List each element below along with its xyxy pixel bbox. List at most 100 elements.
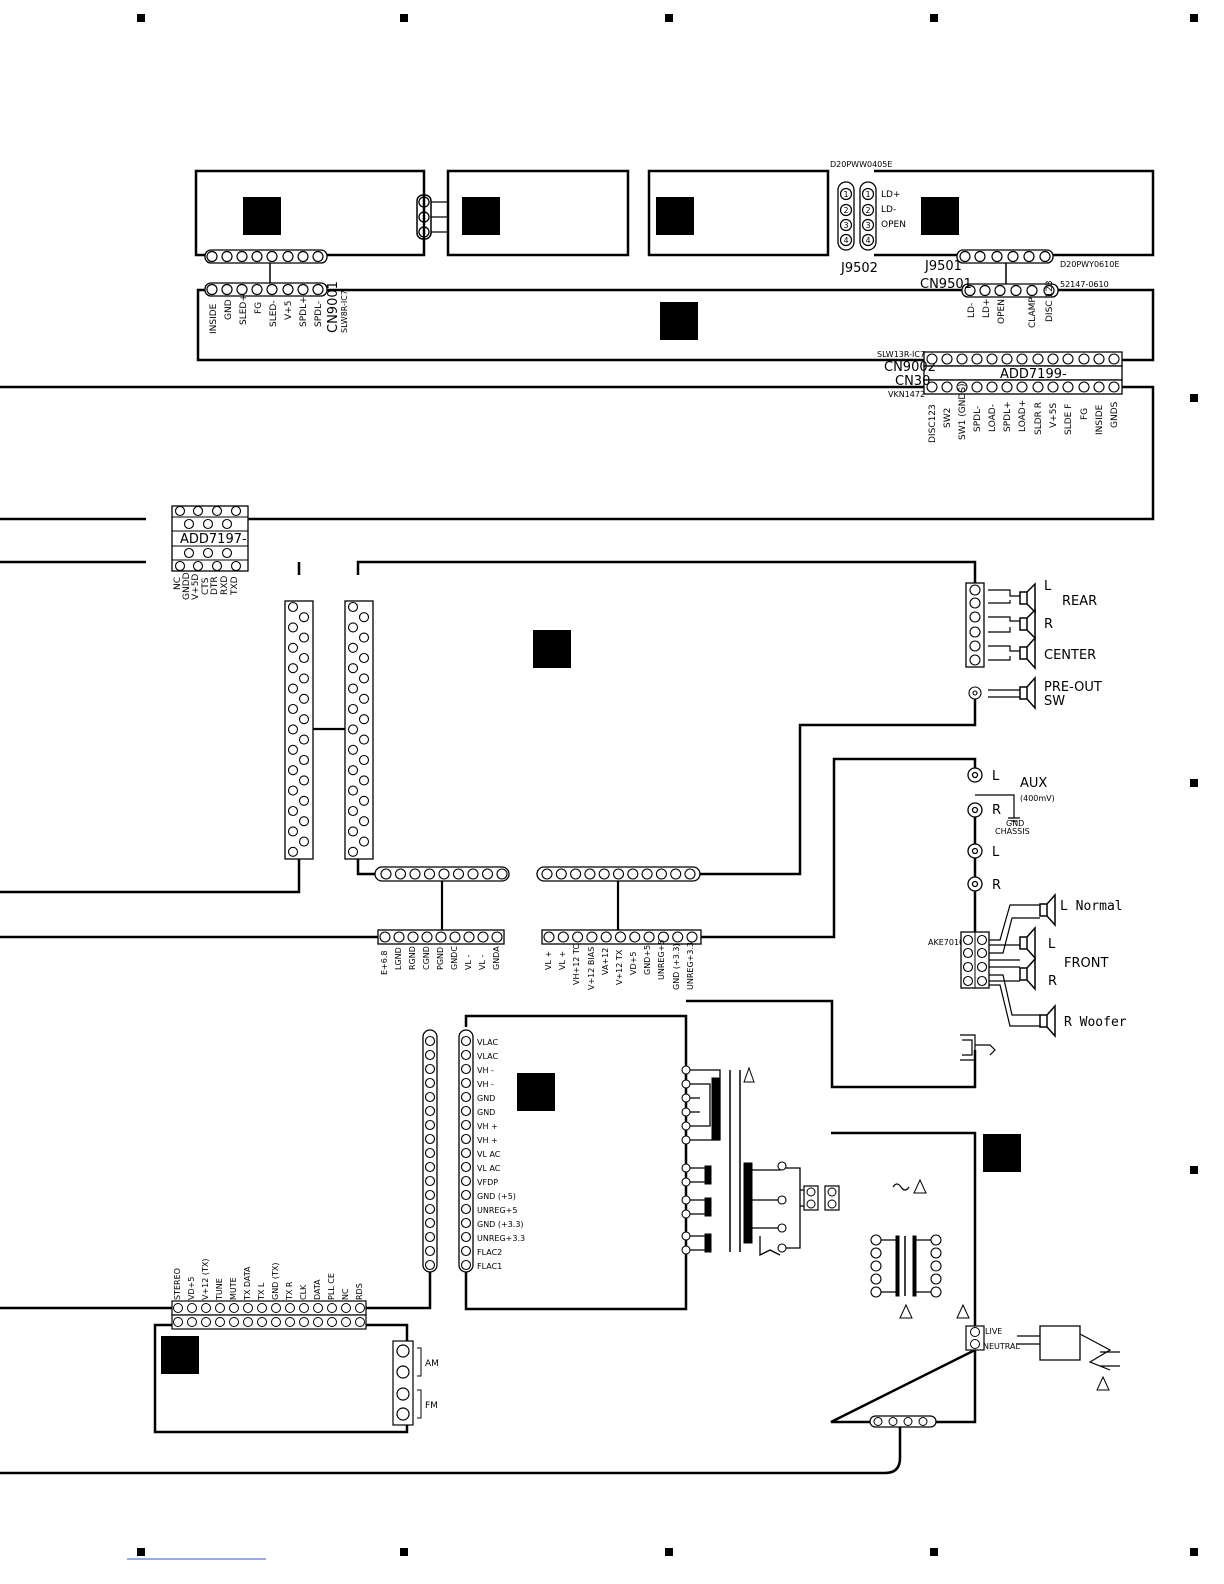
j9502-pin-2: LD-: [881, 205, 896, 215]
tuner-pin-3: V+12 (TX): [201, 1258, 210, 1300]
power-pin-4: GND (+3.3): [477, 1220, 524, 1229]
power-pin-2: FLAC2: [477, 1248, 502, 1257]
pin-circle: [347, 642, 359, 653]
pin-circle: [257, 1303, 267, 1313]
power-pin-6: GND (+5): [477, 1192, 516, 1201]
cn9501-label: CN9501: [920, 277, 972, 292]
pin-circle: [358, 714, 370, 725]
woofer-label: R Woofer: [1064, 1015, 1127, 1030]
pin-circle: [423, 868, 436, 880]
cn30-pin-7: LOAD+: [1018, 400, 1028, 432]
mid-right-pin-2: VL +: [558, 951, 567, 970]
pin-circle: [243, 1317, 253, 1327]
pin-circle: [572, 931, 584, 943]
pin-circle: [657, 931, 669, 943]
pin-circle: [477, 931, 489, 943]
mid-right-pin-9: UNREG+5: [657, 940, 666, 980]
svg-text:2: 2: [865, 206, 870, 215]
mid-right-pin-10: GND (+3.3): [672, 943, 681, 990]
pin-circle: [460, 1063, 472, 1075]
pin-circle: [287, 642, 299, 653]
pin-circle: [347, 601, 359, 613]
j9502-part: D20PWW0405E: [830, 160, 892, 169]
pin-circle: [460, 1105, 472, 1117]
pin-circle: [358, 795, 370, 806]
pin-circle: [347, 805, 359, 817]
pin-circle: [298, 775, 310, 786]
chassis-label: CHASSIS: [995, 827, 1030, 836]
pin-circle: [424, 1175, 436, 1187]
pin-circle: [287, 826, 299, 837]
pin-circle: [287, 724, 299, 735]
pin-circle: [298, 714, 310, 725]
pin-circle: [435, 931, 447, 943]
cn9501-pin-2: LD+: [982, 299, 992, 319]
front-part: AKE7010: [928, 938, 964, 947]
pin-circle: [452, 868, 465, 880]
pin-circle: [460, 1161, 472, 1173]
pin-circle: [358, 652, 370, 664]
mid-left-pin-8: VL -: [478, 955, 487, 970]
pin-circle: [347, 622, 359, 633]
pin-circle: [287, 805, 299, 817]
pin-circle: [358, 612, 370, 623]
pin-circle: [460, 1175, 472, 1187]
pin-circle: [424, 1231, 436, 1243]
pin-circle: [491, 931, 503, 943]
pin-circle: [481, 868, 494, 880]
pin-circle: [557, 931, 569, 943]
cn30-pin-2: INSIDE: [1095, 404, 1105, 435]
pin-circle: [358, 816, 370, 827]
pin-circle: [271, 1303, 281, 1313]
power-pin-7: VFDP: [477, 1178, 498, 1187]
front-label: FRONT: [1064, 956, 1108, 971]
pin-circle: [629, 931, 641, 943]
tuner-pin-4: TUNE: [215, 1278, 224, 1301]
pin-circle: [684, 868, 696, 880]
pin-circle: [358, 836, 370, 847]
pin-circle: [598, 868, 610, 880]
power-pin-14: VH -: [477, 1080, 494, 1089]
pin-circle: [287, 744, 299, 755]
cn30-pin-12: SW2: [943, 408, 953, 428]
pin-circle: [201, 1303, 211, 1313]
pin-circle: [347, 703, 359, 715]
neutral-label: NEUTRAL: [983, 1342, 1020, 1351]
pin-circle: [358, 632, 370, 643]
aux-r-label: R: [992, 803, 1001, 818]
cn30-pin-9: LOAD-: [988, 404, 998, 432]
pin-circle: [424, 1035, 436, 1047]
aux2-r-label: R: [992, 878, 1001, 893]
pin-circle: [287, 785, 299, 796]
pin-circle: [287, 683, 299, 694]
pin-circle: [299, 1303, 309, 1313]
pin-circle: [187, 1303, 197, 1313]
power-pin-15: VH -: [477, 1066, 494, 1075]
pin-circle: [467, 868, 479, 880]
front-speaker-terminals: AKE7010 L Normal L FRONT R R Woofer: [928, 893, 1127, 1038]
pin-circle: [313, 1303, 323, 1313]
pin-circle: [670, 868, 682, 880]
cn30-pin-13: DISC123: [928, 404, 938, 443]
pin-circle: [586, 931, 598, 943]
pin-circle: [460, 1259, 472, 1271]
fm-label: FM: [425, 1401, 438, 1411]
j9502-label: J9502: [840, 261, 878, 276]
cn9001-pin-8: SPDL-: [314, 301, 324, 327]
pin-circle: [285, 1317, 295, 1327]
preout-label: PRE-OUT: [1044, 680, 1102, 695]
am-label: AM: [425, 1359, 439, 1369]
horizontal-connectors-mid: E+6.8 LGND RGND CGND PGND GNDC VL - VL -…: [374, 866, 702, 990]
mid-right-pin-8: GND+5: [643, 945, 652, 975]
svg-text:4: 4: [843, 236, 848, 245]
front-l-label: L: [1048, 937, 1056, 952]
pin-circle: [298, 816, 310, 827]
pin-circle: [612, 868, 625, 880]
pin-circle: [298, 673, 310, 684]
cn30-pin-6: SLDR R: [1034, 402, 1044, 435]
rear-r-label: R: [1044, 617, 1053, 632]
mid-left-pin-3: RGND: [408, 946, 417, 970]
add7197-pin-2: RXD: [220, 576, 230, 595]
cn9002-part: SLW13R-IC7: [877, 350, 925, 359]
